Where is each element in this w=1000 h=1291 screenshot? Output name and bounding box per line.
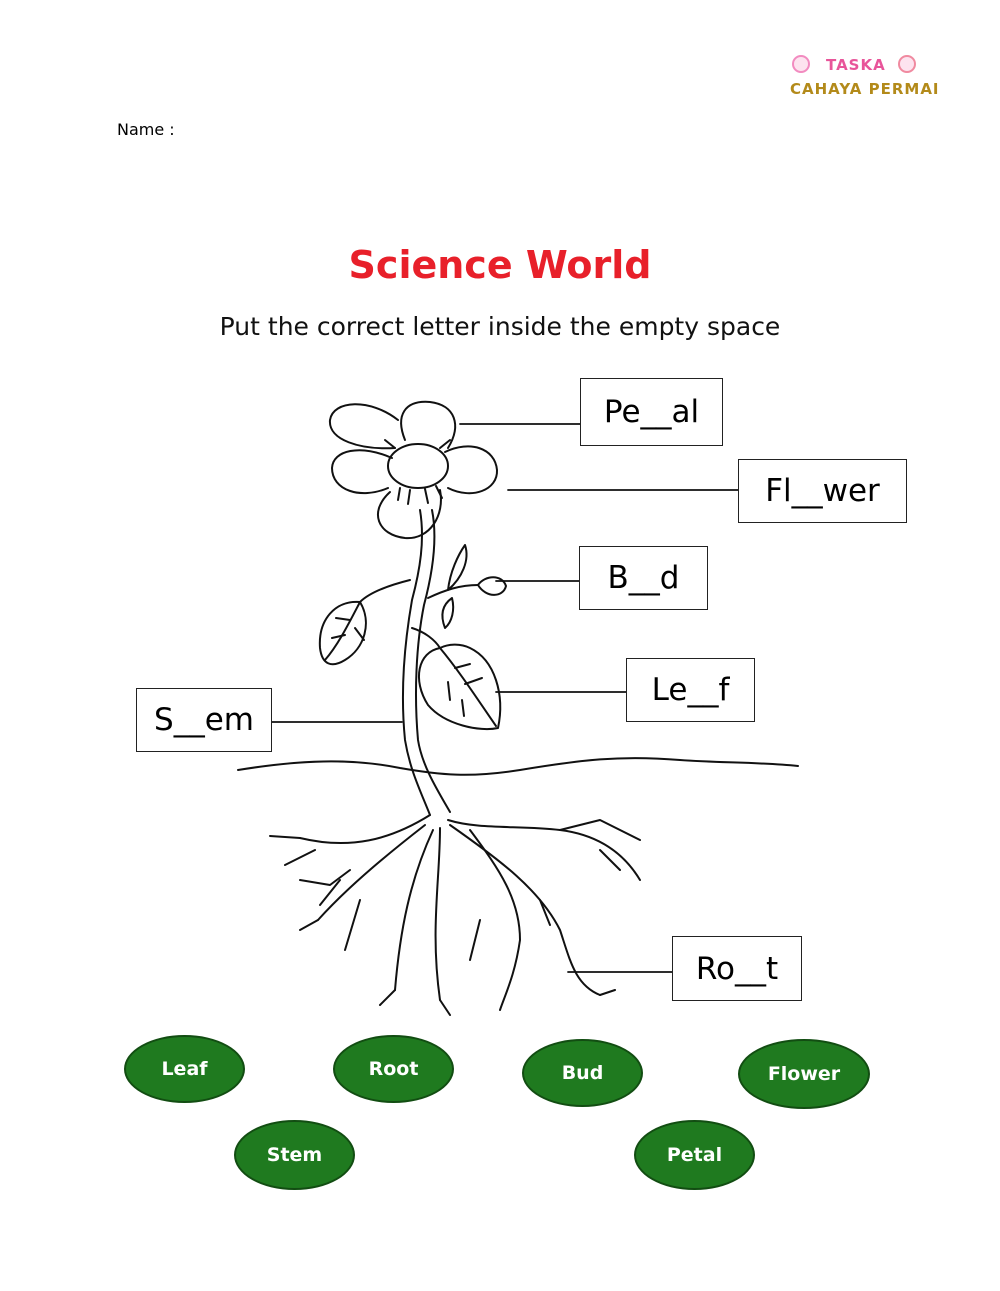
- logo-text-taska: TASKA: [826, 56, 886, 74]
- stem: [402, 509, 431, 816]
- word-chip-root[interactable]: Root: [333, 1035, 454, 1103]
- girl-face-icon: [792, 55, 810, 73]
- worksheet-instruction: Put the correct letter inside the empty …: [219, 312, 781, 341]
- word-chip-petal[interactable]: Petal: [634, 1120, 755, 1190]
- label-text-root: Ro__t: [695, 950, 779, 987]
- label-text-flower: Fl__wer: [765, 473, 880, 509]
- label-text-stem: S__em: [154, 702, 254, 738]
- word-chip-stem[interactable]: Stem: [234, 1120, 355, 1190]
- word-chip-leaf[interactable]: Leaf: [124, 1035, 245, 1103]
- label-text-petal: Pe__al: [603, 394, 700, 430]
- roots: [269, 814, 641, 1016]
- label-text-bud: B__d: [607, 560, 680, 596]
- plant-diagram: [237, 400, 799, 1016]
- label-box-bud[interactable]: B__d: [579, 546, 708, 610]
- bud-branch: [427, 544, 507, 629]
- label-box-stem[interactable]: S__em: [136, 688, 272, 752]
- boy-face-icon: [898, 55, 916, 73]
- label-box-root[interactable]: Ro__t: [672, 936, 802, 1001]
- leader-lines: [271, 423, 739, 973]
- logo-text-cahaya-permai: CAHAYA PERMAI: [790, 80, 940, 98]
- ground-line: [237, 757, 799, 776]
- word-chip-flower[interactable]: Flower: [738, 1039, 870, 1109]
- flower-center: [387, 443, 449, 489]
- left-leaf: [318, 579, 411, 666]
- label-text-leaf: Le__f: [651, 672, 730, 708]
- name-label: Name :: [117, 120, 175, 139]
- school-logo: TASKA CAHAYA PERMAI: [788, 50, 939, 108]
- right-leaf: [411, 627, 502, 731]
- label-box-flower[interactable]: Fl__wer: [738, 459, 907, 523]
- worksheet-title: Science World: [348, 243, 652, 287]
- label-box-petal[interactable]: Pe__al: [580, 378, 723, 446]
- word-chip-bud[interactable]: Bud: [522, 1039, 643, 1107]
- label-box-leaf[interactable]: Le__f: [626, 658, 755, 722]
- flower-head: [328, 400, 499, 540]
